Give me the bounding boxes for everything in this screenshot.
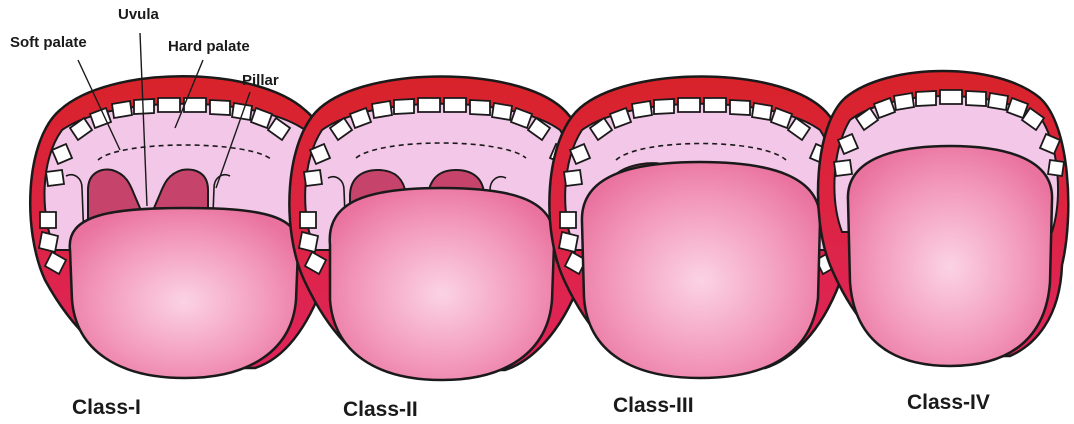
caption-class-1: Class-I [72,396,141,420]
caption-class-3: Class-III [613,394,694,418]
caption-class-2: Class-II [343,398,418,422]
tongue [70,208,299,378]
caption-class-4: Class-IV [907,391,990,415]
tongue [330,188,555,380]
callout-soft-palate: Soft palate [10,34,87,51]
tongue [582,162,820,378]
callout-pillar: Pillar [242,72,279,89]
callout-hard-palate: Hard palate [168,38,250,55]
mouth-class-4 [818,71,1068,366]
tongue [848,146,1052,366]
mouth-class-3 [549,77,852,379]
callout-uvula: Uvula [118,6,159,23]
mouth-class-2 [289,77,592,381]
